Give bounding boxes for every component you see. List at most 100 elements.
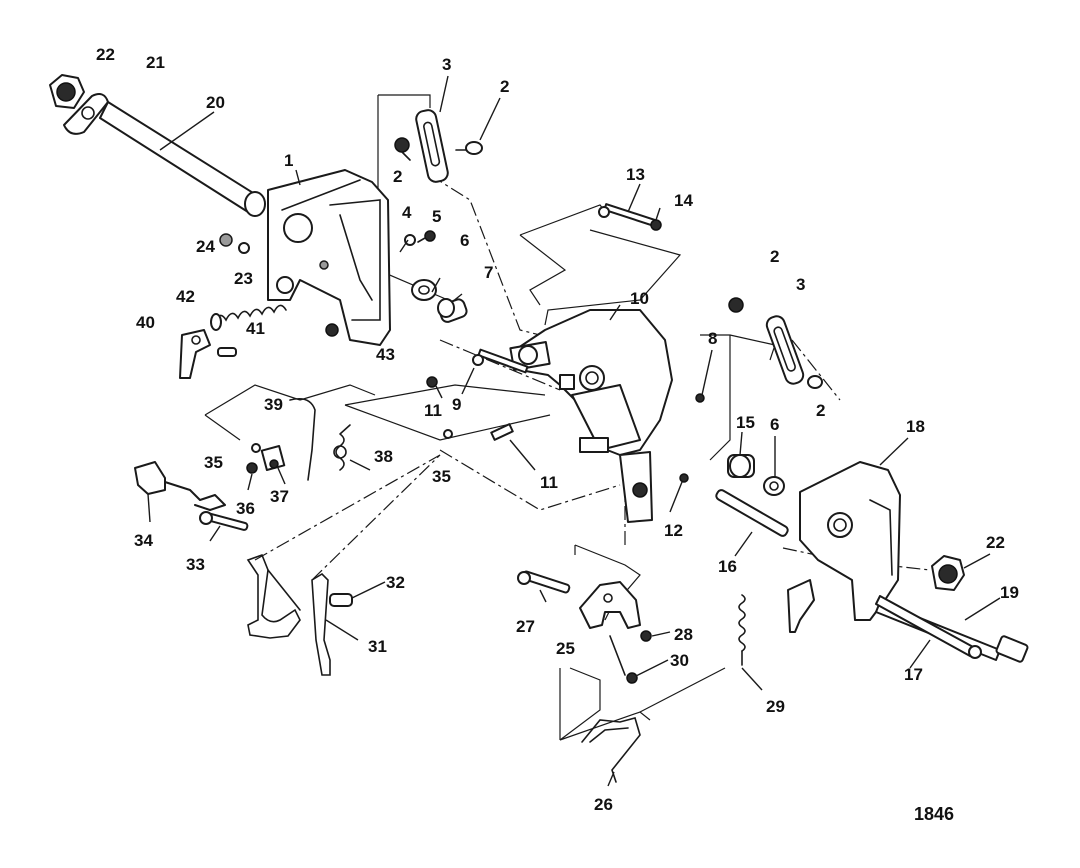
leader-lines: [147, 75, 1001, 787]
callout-13: 13: [626, 165, 645, 184]
part-16-pin: [715, 489, 789, 537]
callout-3: 3: [442, 55, 451, 74]
callout-42: 42: [176, 287, 195, 306]
part-2-screw-b: [394, 137, 411, 161]
callout-2: 2: [816, 401, 825, 420]
callout-28: 28: [674, 625, 693, 644]
callout-1: 1: [284, 151, 293, 170]
part-30-screw: [609, 635, 638, 684]
callout-5: 5: [432, 207, 441, 226]
callout-39: 39: [264, 395, 283, 414]
callout-8: 8: [708, 329, 717, 348]
callout-10: 10: [630, 289, 649, 308]
callout-22: 22: [986, 533, 1005, 552]
part-31-link-arm: [246, 553, 331, 676]
part-20-long-stud: [99, 101, 266, 217]
part-5-screw: [417, 230, 436, 243]
part-12-clip: [679, 473, 689, 483]
part-32-pin: [329, 593, 353, 607]
part-2-screw-d: [807, 375, 823, 389]
part-40-lever: [179, 329, 211, 379]
callout-9: 9: [452, 395, 461, 414]
part-26-link: [581, 717, 641, 783]
callout-33: 33: [186, 555, 205, 574]
part-35-clip-b: [443, 429, 453, 439]
callout-35: 35: [204, 453, 223, 472]
part-22-nut-right: [931, 555, 965, 591]
callout-22: 22: [96, 45, 115, 64]
callout-14: 14: [674, 191, 693, 210]
callout-21: 21: [146, 53, 165, 72]
callout-20: 20: [206, 93, 225, 112]
callout-32: 32: [386, 573, 405, 592]
callout-25: 25: [556, 639, 575, 658]
part-42-spring: [210, 304, 287, 331]
callout-4: 4: [402, 203, 412, 222]
callout-30: 30: [670, 651, 689, 670]
part-35-clip-a: [251, 443, 261, 453]
callout-40: 40: [136, 313, 155, 332]
part-8-pin: [695, 393, 705, 403]
part-36-nut: [246, 462, 258, 474]
callout-3: 3: [796, 275, 805, 294]
figure-number: 1846: [914, 804, 954, 824]
callout-labels: 22 21 20 1 3 2 2 13 14 4 5 6 7 24 23 42 …: [96, 45, 1019, 824]
part-39-spring-wire: [289, 397, 316, 481]
part-11-screw-b: [490, 423, 514, 441]
part-24-nut: [219, 233, 233, 247]
part-29-spring: [738, 594, 746, 666]
part-27-bolt: [517, 570, 571, 594]
part-43-nut: [325, 323, 339, 337]
part-17-rod: [875, 595, 982, 659]
part-18-clamp-bracket-right: [787, 461, 901, 633]
part-6-washer-left: [411, 279, 437, 301]
part-28-nut: [640, 630, 652, 642]
callout-35: 35: [432, 467, 451, 486]
part-10-swivel-bracket: [509, 309, 673, 523]
callout-18: 18: [906, 417, 925, 436]
part-3-link-plate-upper: [415, 109, 449, 183]
callout-7: 7: [484, 263, 493, 282]
part-9-pin: [472, 348, 529, 374]
callout-36: 36: [236, 499, 255, 518]
part-25-bracket: [579, 581, 641, 629]
part-4-washer: [404, 234, 416, 246]
part-6-washer-right: [763, 476, 785, 496]
callout-41: 41: [246, 319, 265, 338]
callout-11: 11: [424, 401, 442, 420]
part-1-clamp-bracket-left: [267, 169, 391, 346]
callout-6: 6: [770, 415, 779, 434]
callout-15: 15: [736, 413, 755, 432]
part-23-washer: [238, 242, 250, 254]
part-7-bushing: [437, 298, 468, 323]
part-3-link-plate-right: [765, 315, 805, 385]
part-38-spring: [333, 424, 351, 471]
callout-6: 6: [460, 231, 469, 250]
callout-11: 11: [540, 473, 558, 492]
part-41-pin: [217, 347, 237, 357]
part-2-screw-a: [455, 141, 483, 155]
part-33-bolt: [199, 511, 249, 531]
callout-38: 38: [374, 447, 393, 466]
callout-27: 27: [516, 617, 535, 636]
callout-2: 2: [500, 77, 509, 96]
callout-31: 31: [368, 637, 387, 656]
part-13-bolt: [598, 203, 657, 227]
callout-37: 37: [270, 487, 289, 506]
callout-26: 26: [594, 795, 613, 814]
part-34-handle: [134, 461, 226, 511]
callout-12: 12: [664, 521, 683, 540]
part-15-bushing: [727, 454, 755, 478]
callout-2: 2: [770, 247, 779, 266]
callout-43: 43: [376, 345, 395, 364]
part-22-nut-left: [49, 74, 85, 109]
callout-23: 23: [234, 269, 253, 288]
callout-16: 16: [718, 557, 737, 576]
part-2-screw-c: [728, 297, 744, 313]
callout-17: 17: [904, 665, 923, 684]
callout-29: 29: [766, 697, 785, 716]
part-37-bracket: [260, 445, 286, 471]
part-14-clip: [650, 219, 662, 231]
